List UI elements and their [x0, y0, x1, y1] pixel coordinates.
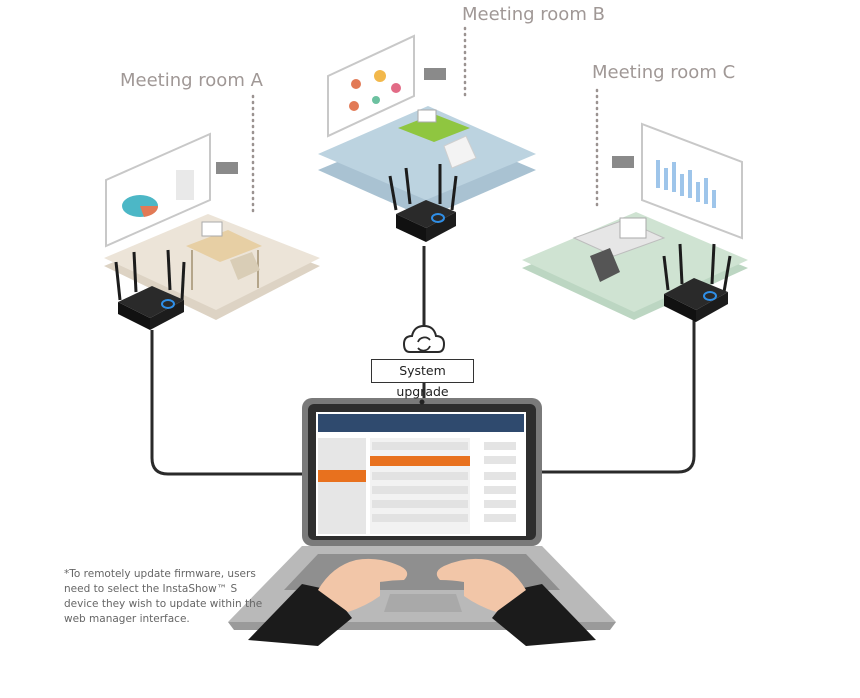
room-c-bar-7 — [704, 178, 708, 204]
laptop-trackpad — [384, 594, 462, 612]
screen-detail-rows — [484, 442, 516, 522]
antenna-4 — [722, 255, 732, 293]
antenna — [388, 175, 398, 211]
room-c-speaker — [612, 156, 634, 168]
screen-detail-row-5 — [484, 500, 516, 508]
leader-lines — [251, 26, 599, 214]
screen-list-row-2 — [372, 472, 468, 480]
room-b-node-5 — [372, 96, 380, 104]
antenna — [114, 261, 122, 301]
device-room-b — [388, 164, 458, 242]
room-b-node-3 — [349, 101, 359, 111]
device-body — [118, 286, 184, 318]
device-led-icon — [703, 291, 717, 301]
room-c-bar-5 — [688, 170, 692, 198]
room-a-screen — [105, 132, 211, 248]
cables — [150, 246, 696, 476]
antenna-4 — [450, 175, 458, 211]
room-a-chair — [230, 252, 260, 280]
left-sleeve — [248, 584, 352, 646]
footnote: *To remotely update firmware, users need… — [64, 568, 263, 625]
room-c-bar-chart — [656, 160, 716, 208]
room-a-label: Meeting room A — [120, 70, 263, 91]
screen-sidebar — [318, 438, 366, 534]
room-a-bar-chart — [176, 170, 194, 200]
room-a-desk — [186, 230, 262, 262]
room-b — [318, 34, 536, 218]
device-room-c — [662, 243, 732, 322]
screen-header-bar — [318, 414, 524, 432]
sync-arrows — [417, 336, 431, 352]
laptop-camera — [419, 399, 425, 405]
room-c-chair — [590, 248, 620, 282]
room-c-bar-4 — [680, 174, 684, 196]
room-b-node — [351, 79, 361, 89]
device-body-side — [664, 294, 696, 322]
antenna-3 — [710, 243, 716, 285]
screen-list-row-3 — [372, 486, 468, 494]
room-c-bar-6 — [696, 182, 700, 202]
room-a — [104, 132, 320, 320]
left-hand — [318, 558, 408, 612]
room-b-label: Meeting room B — [462, 4, 605, 25]
system-upgrade-label: System upgrade — [371, 359, 474, 399]
cable-room-c — [540, 318, 696, 474]
room-a-pie-slice — [140, 206, 159, 217]
antenna — [662, 255, 670, 291]
screen-list-row-5 — [372, 514, 468, 522]
device-body-front — [696, 292, 728, 322]
room-b-laptop — [417, 109, 437, 123]
antenna-2 — [132, 251, 138, 293]
screen-detail-row — [484, 442, 516, 450]
room-b-floor — [318, 106, 536, 200]
room-c-bar-2 — [664, 168, 668, 190]
device-room-a — [114, 249, 186, 330]
room-b-node-4 — [391, 83, 401, 93]
device-body-front — [150, 300, 184, 330]
right-hand — [436, 558, 526, 612]
hands — [248, 558, 596, 646]
screen-detail-row-4 — [484, 486, 516, 494]
room-c-monitor — [619, 217, 647, 239]
cable-room-a — [150, 330, 304, 476]
device-body-side — [118, 302, 150, 330]
room-b-screen — [327, 34, 415, 138]
screen-detail-row-6 — [484, 514, 516, 522]
room-a-speaker — [216, 162, 238, 174]
device-led-icon — [431, 213, 445, 223]
screen-list-row — [372, 442, 468, 450]
laptop — [228, 398, 616, 630]
screen-sidebar-active — [318, 470, 366, 482]
cloud-sync-icon — [402, 324, 446, 353]
room-c-bar — [656, 160, 660, 188]
screen-list-rows — [372, 442, 468, 522]
room-b-speaker — [424, 68, 446, 80]
room-c — [522, 122, 748, 320]
screen-detail-row-3 — [484, 472, 516, 480]
room-c-bar-8 — [712, 190, 716, 208]
screen-list-row-active — [370, 456, 470, 466]
antenna-2 — [404, 167, 412, 205]
device-body-side — [396, 214, 426, 242]
screen-list-row-4 — [372, 500, 468, 508]
right-sleeve — [492, 584, 596, 646]
antenna-3 — [166, 249, 172, 291]
room-b-chair — [443, 135, 477, 169]
cloud-shape — [402, 324, 446, 353]
room-c-bar-3 — [672, 162, 676, 192]
room-c-label: Meeting room C — [592, 62, 736, 83]
room-b-desk — [398, 114, 470, 142]
room-b-node-2 — [374, 70, 386, 82]
device-body-front — [426, 212, 456, 242]
screen-detail-row-2 — [484, 456, 516, 464]
device-led-icon — [161, 299, 175, 309]
room-a-floor — [104, 214, 320, 310]
room-a-laptop — [201, 221, 223, 237]
antenna-2 — [678, 243, 684, 285]
antenna-4 — [180, 261, 186, 301]
